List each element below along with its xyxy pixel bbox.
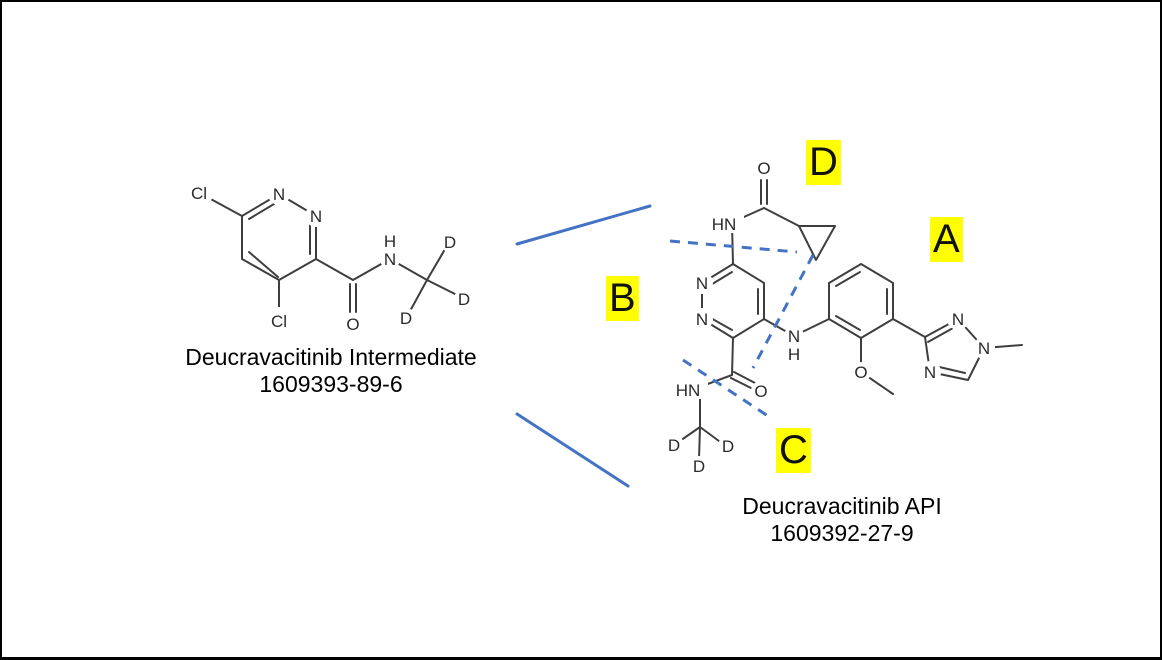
d-right-label: D xyxy=(458,290,470,309)
atom-label-halos xyxy=(185,158,995,476)
mapping-lines xyxy=(515,204,815,488)
d-bottom-label: D xyxy=(693,457,705,476)
benzene-ring xyxy=(828,263,894,339)
aniline-h-label: H xyxy=(788,345,800,364)
d-left-label: D xyxy=(668,436,680,455)
region-label-c: C xyxy=(776,428,811,473)
cl-bottom-label: Cl xyxy=(271,312,287,331)
left-molecule-structure xyxy=(206,193,462,315)
top-amide-hn-label: HN xyxy=(712,215,737,234)
left-molecule-cas-number: 1609393-89-6 xyxy=(259,371,403,397)
ring-n-top-label: N xyxy=(273,185,285,204)
region-label-b: B xyxy=(606,276,639,321)
cyclopropyl-ring xyxy=(798,225,836,261)
carbonyl-o-label: O xyxy=(346,315,359,334)
left-pyridazine-ring xyxy=(241,193,317,281)
right-pyridazine-ring xyxy=(701,263,765,339)
region-label-a: A xyxy=(930,217,963,262)
right-molecule-cas-number: 1609392-27-9 xyxy=(770,520,914,546)
disconnection-line-b xyxy=(669,239,798,254)
amide-h-label: H xyxy=(384,232,396,251)
bottom-amide-o-label: O xyxy=(754,382,767,401)
ring-n-right-label: N xyxy=(310,207,322,226)
cl-top-label: Cl xyxy=(191,184,207,203)
d-right-label: D xyxy=(722,437,734,456)
d-bottom-label: D xyxy=(400,309,412,328)
connector-line-top xyxy=(515,204,652,246)
left-molecule-caption: Deucravacitinib Intermediate 1609393-89-… xyxy=(151,344,511,398)
bottom-amide-hn-label: HN xyxy=(676,381,701,400)
d-top-label: D xyxy=(444,233,456,252)
right-molecule-caption: Deucravacitinib API 1609392-27-9 xyxy=(662,493,1022,547)
region-label-d: D xyxy=(806,140,841,185)
disconnection-line-a xyxy=(751,254,815,369)
triazole-n4-label: N xyxy=(924,363,936,382)
top-amide-o-label: O xyxy=(757,159,770,178)
right-molecule-atom-labels: O HN N N N H O N N N O HN D D D xyxy=(668,159,990,476)
right-molecule-name: Deucravacitinib API xyxy=(742,493,942,519)
left-molecule-name: Deucravacitinib Intermediate xyxy=(185,344,477,370)
methoxy-o-label: O xyxy=(854,363,867,382)
ring-n-upper-label: N xyxy=(696,274,708,293)
left-molecule-atom-labels: Cl Cl N N O H N D D D xyxy=(191,184,470,334)
connector-line-bottom xyxy=(515,412,630,488)
triazole-n1-label: N xyxy=(978,339,990,358)
amide-n-label: N xyxy=(384,250,396,269)
aniline-n-label: N xyxy=(788,327,800,346)
ring-n-lower-label: N xyxy=(696,310,708,329)
triazole-n2-label: N xyxy=(952,310,964,329)
